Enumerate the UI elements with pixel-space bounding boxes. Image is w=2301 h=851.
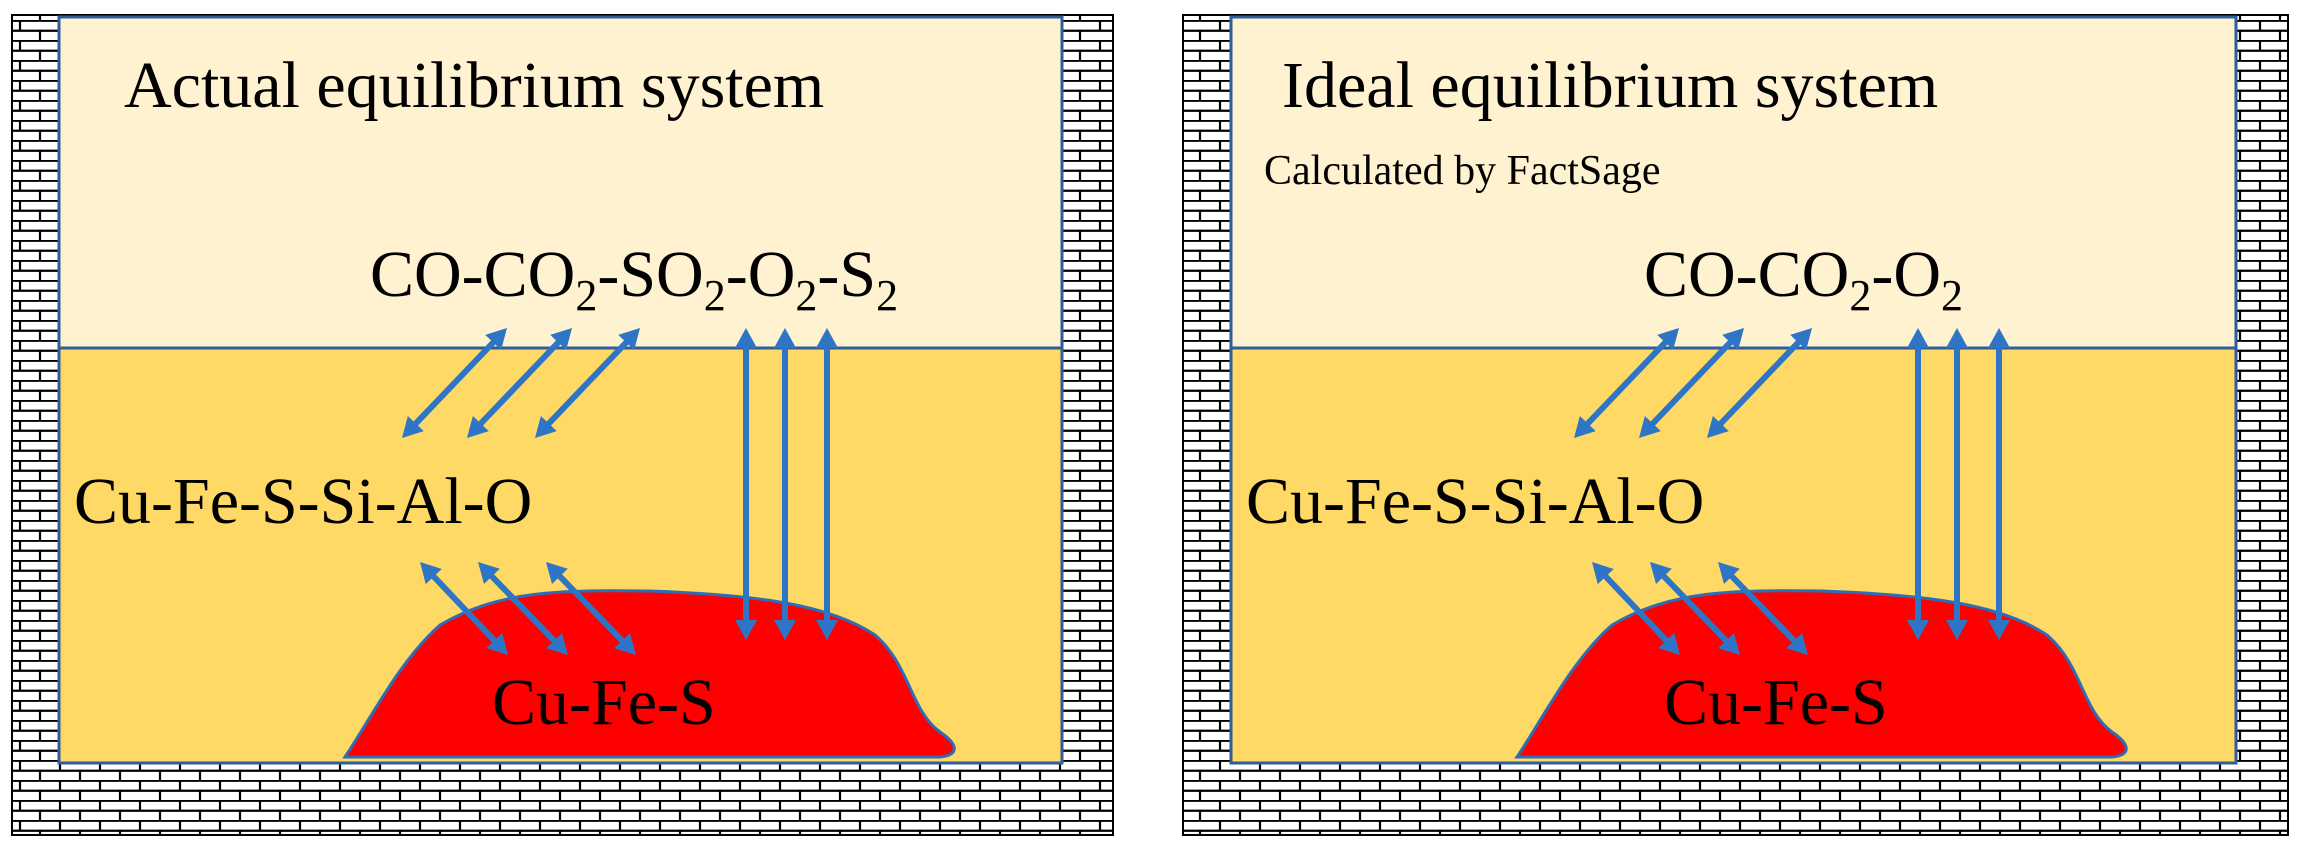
double-headed-arrow [735, 328, 757, 640]
bottom-wall [12, 763, 1113, 835]
bottom-wall [1183, 763, 2288, 835]
gas-subscript: 2 [704, 271, 726, 320]
double-headed-arrow [420, 562, 508, 655]
gas-phase [59, 17, 1062, 348]
matte-droplet [342, 589, 956, 759]
gas-subscript: 2 [1849, 271, 1871, 320]
slag-matte-exchange-arrows [420, 562, 636, 655]
slag-matte-exchange-arrows [1592, 562, 1808, 655]
gas-formula-segment: -O [1871, 238, 1941, 311]
panel-actual: Actual equilibrium system CO-CO2-SO2-O2-… [11, 14, 1114, 836]
matte-composition: Cu-Fe-S [492, 666, 716, 739]
right-wall [1062, 15, 1113, 835]
panel-ideal: Ideal equilibrium system Calculated by F… [1182, 14, 2289, 836]
double-headed-arrow [1639, 328, 1744, 438]
double-headed-arrow [1988, 328, 2010, 640]
gas-slag-exchange-arrows [1574, 328, 1812, 438]
matte-composition: Cu-Fe-S [1664, 666, 1888, 739]
double-headed-arrow [1650, 562, 1740, 655]
gas-subscript: 2 [795, 271, 817, 320]
left-wall [1183, 15, 1231, 835]
gas-slag-exchange-arrows [402, 328, 640, 438]
double-headed-arrow [774, 328, 796, 640]
gas-composition: CO-CO2-SO2-O2-S2 [370, 238, 898, 320]
panel-title: Ideal equilibrium system [1282, 49, 1938, 122]
double-headed-arrow [535, 328, 640, 438]
double-headed-arrow [1907, 328, 1929, 640]
right-wall [2236, 15, 2288, 835]
double-headed-arrow [546, 562, 636, 655]
gas-formula-segment: CO-CO [1644, 238, 1849, 311]
double-headed-arrow [1718, 562, 1808, 655]
double-headed-arrow [1574, 328, 1679, 438]
gas-matte-exchange-arrows [735, 328, 838, 640]
double-headed-arrow [1592, 562, 1680, 655]
double-headed-arrow [816, 328, 838, 640]
double-headed-arrow [1707, 328, 1812, 438]
double-headed-arrow [1946, 328, 1968, 640]
slag-composition: Cu-Fe-S-Si-Al-O [74, 465, 532, 538]
gas-subscript: 2 [1941, 271, 1963, 320]
gas-matte-exchange-arrows [1907, 328, 2010, 640]
gas-subscript: 2 [575, 271, 597, 320]
double-headed-arrow [402, 328, 507, 438]
gas-formula-segment: -S [817, 238, 876, 311]
panel-title: Actual equilibrium system [124, 49, 824, 122]
gas-subscript: 2 [876, 271, 898, 320]
double-headed-arrow [478, 562, 568, 655]
double-headed-arrow [467, 328, 572, 438]
gas-formula-segment: CO-CO [370, 238, 575, 311]
gas-formula-segment: -O [726, 238, 796, 311]
panel-subtitle: Calculated by FactSage [1264, 148, 1661, 194]
left-wall [12, 15, 59, 835]
gas-composition: CO-CO2-O2 [1644, 238, 1963, 320]
matte-droplet [1514, 589, 2128, 759]
gas-phase [1231, 17, 2236, 348]
gas-formula-segment: -SO [597, 238, 703, 311]
slag-composition: Cu-Fe-S-Si-Al-O [1246, 465, 1704, 538]
